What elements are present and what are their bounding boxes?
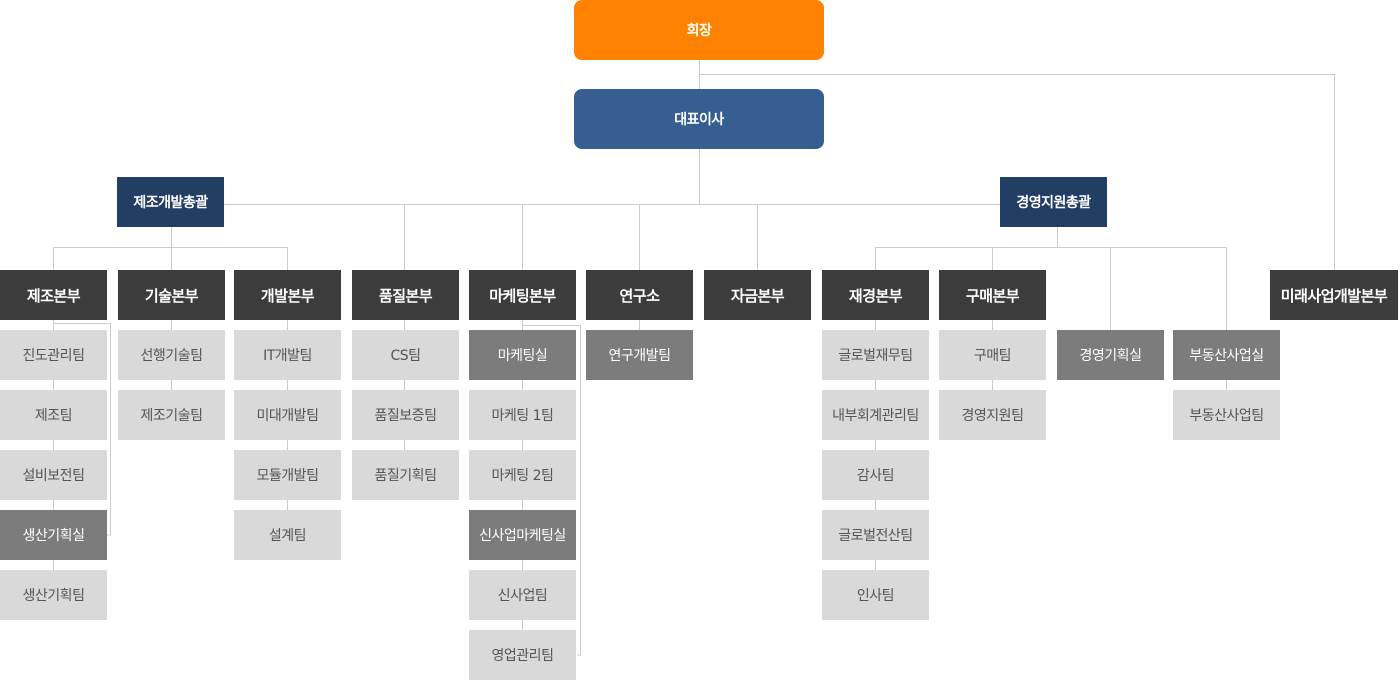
- division-label: 마케팅본부: [489, 286, 556, 305]
- team-label: 모듈개발팀: [256, 468, 319, 484]
- team-label: 설비보전팀: [22, 468, 85, 484]
- team-label: 신사업팀: [497, 588, 548, 604]
- team-box[interactable]: 모듈개발팀: [234, 450, 341, 500]
- general-mfg-dev-box[interactable]: 제조개발총괄: [117, 177, 224, 227]
- sub-unit-label: 마케팅실: [497, 348, 548, 364]
- division-label: 구매본부: [965, 286, 1020, 305]
- division-quality[interactable]: 품질본부: [352, 270, 459, 320]
- division-label: 재경본부: [848, 286, 903, 305]
- team-label: 마케팅 2팀: [491, 468, 554, 484]
- sub-unit-box[interactable]: 연구개발팀: [586, 330, 693, 380]
- sub-unit-box[interactable]: 마케팅실: [469, 330, 576, 380]
- general-mfg-dev-label: 제조개발총괄: [133, 195, 208, 211]
- team-box[interactable]: 신사업팀: [469, 570, 576, 620]
- sub-unit-label: 연구개발팀: [608, 348, 671, 364]
- team-label: 감사팀: [856, 468, 895, 484]
- team-box[interactable]: 인사팀: [822, 570, 929, 620]
- team-label: 내부회계관리팀: [832, 408, 919, 424]
- team-label: 구매팀: [973, 348, 1012, 364]
- ceo-box[interactable]: 회장: [574, 0, 824, 60]
- team-box[interactable]: 제조기술팀: [118, 390, 225, 440]
- team-label: 글로벌재무팀: [838, 348, 913, 364]
- sub-unit-box[interactable]: 생산기획실: [0, 510, 107, 560]
- ceo-label: 회장: [686, 23, 712, 39]
- team-label: 설계팀: [268, 528, 307, 544]
- team-box[interactable]: 구매팀: [939, 330, 1046, 380]
- division-fin-acct[interactable]: 재경본부: [822, 270, 929, 320]
- team-label: 마케팅 1팀: [491, 408, 554, 424]
- team-label: 진도관리팀: [22, 348, 85, 364]
- team-box[interactable]: 품질보증팀: [352, 390, 459, 440]
- team-label: 인사팀: [856, 588, 895, 604]
- team-box[interactable]: 설계팀: [234, 510, 341, 560]
- team-label: 제조기술팀: [140, 408, 203, 424]
- team-box[interactable]: 진도관리팀: [0, 330, 107, 380]
- division-label: 미래사업개발본부: [1280, 286, 1388, 305]
- team-box[interactable]: 영업관리팀: [469, 630, 576, 680]
- general-mgmt-support-label: 경영지원총괄: [1016, 195, 1091, 211]
- team-label: 선행기술팀: [140, 348, 203, 364]
- team-box[interactable]: 경영지원팀: [939, 390, 1046, 440]
- division-purchasing[interactable]: 구매본부: [939, 270, 1046, 320]
- team-box[interactable]: IT개발팀: [234, 330, 341, 380]
- team-box[interactable]: 글로벌전산팀: [822, 510, 929, 560]
- division-development[interactable]: 개발본부: [234, 270, 341, 320]
- division-future-biz[interactable]: 미래사업개발본부: [1270, 270, 1398, 320]
- division-label: 기술본부: [144, 286, 199, 305]
- general-mgmt-support-box[interactable]: 경영지원총괄: [1000, 177, 1107, 227]
- president-box[interactable]: 대표이사: [574, 89, 824, 149]
- team-label: 글로벌전산팀: [838, 528, 913, 544]
- team-box[interactable]: 내부회계관리팀: [822, 390, 929, 440]
- team-box[interactable]: 마케팅 2팀: [469, 450, 576, 500]
- sub-unit-label: 부동산사업실: [1189, 348, 1264, 364]
- division-label: 개발본부: [260, 286, 315, 305]
- sub-unit-label: 신사업마케팅실: [479, 528, 566, 544]
- division-technology[interactable]: 기술본부: [118, 270, 225, 320]
- sub-unit-label: 경영기획실: [1079, 348, 1142, 364]
- team-box[interactable]: 생산기획팀: [0, 570, 107, 620]
- division-label: 자금본부: [730, 286, 785, 305]
- team-label: CS팀: [390, 348, 421, 364]
- team-box[interactable]: 마케팅 1팀: [469, 390, 576, 440]
- team-label: 제조팀: [34, 408, 73, 424]
- team-label: 미대개발팀: [256, 408, 319, 424]
- division-research[interactable]: 연구소: [586, 270, 693, 320]
- division-marketing[interactable]: 마케팅본부: [469, 270, 576, 320]
- division-label: 연구소: [619, 286, 660, 305]
- division-label: 제조본부: [26, 286, 81, 305]
- team-box[interactable]: 제조팀: [0, 390, 107, 440]
- president-label: 대표이사: [674, 112, 724, 128]
- division-label: 품질본부: [378, 286, 433, 305]
- sub-unit-label: 생산기획실: [22, 528, 85, 544]
- team-label: 품질기획팀: [374, 468, 437, 484]
- team-box[interactable]: 미대개발팀: [234, 390, 341, 440]
- team-box[interactable]: 감사팀: [822, 450, 929, 500]
- team-label: 품질보증팀: [374, 408, 437, 424]
- team-box[interactable]: 품질기획팀: [352, 450, 459, 500]
- team-box[interactable]: 글로벌재무팀: [822, 330, 929, 380]
- team-label: 부동산사업팀: [1189, 408, 1264, 424]
- division-finance[interactable]: 자금본부: [704, 270, 811, 320]
- team-box[interactable]: 설비보전팀: [0, 450, 107, 500]
- team-label: 영업관리팀: [491, 648, 554, 664]
- division-manufacturing[interactable]: 제조본부: [0, 270, 107, 320]
- team-label: IT개발팀: [263, 348, 312, 364]
- team-label: 경영지원팀: [961, 408, 1024, 424]
- team-box[interactable]: 부동산사업팀: [1173, 390, 1280, 440]
- team-box[interactable]: 선행기술팀: [118, 330, 225, 380]
- team-box[interactable]: CS팀: [352, 330, 459, 380]
- team-label: 생산기획팀: [22, 588, 85, 604]
- sub-unit-box[interactable]: 신사업마케팅실: [469, 510, 576, 560]
- sub-unit-box[interactable]: 부동산사업실: [1173, 330, 1280, 380]
- sub-unit-box[interactable]: 경영기획실: [1057, 330, 1164, 380]
